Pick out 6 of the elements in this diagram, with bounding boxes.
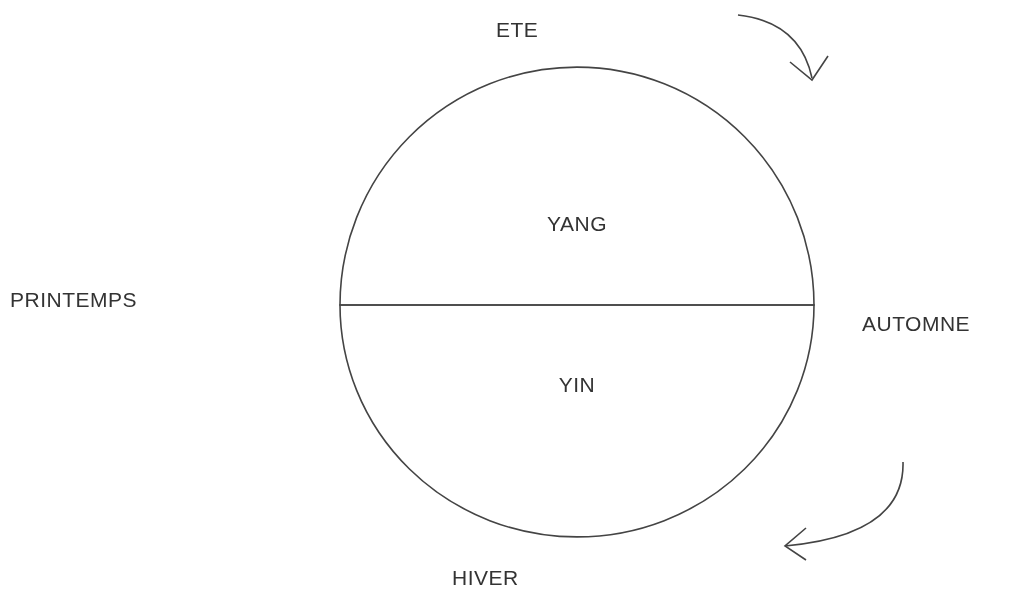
season-label: PRINTEMPS (10, 288, 137, 312)
node-label: YIN (557, 373, 597, 397)
season-label: HIVER (452, 566, 519, 590)
node-label: YANG (546, 212, 608, 236)
season-label: AUTOMNE (862, 312, 971, 336)
season-label: ETE (496, 18, 539, 42)
